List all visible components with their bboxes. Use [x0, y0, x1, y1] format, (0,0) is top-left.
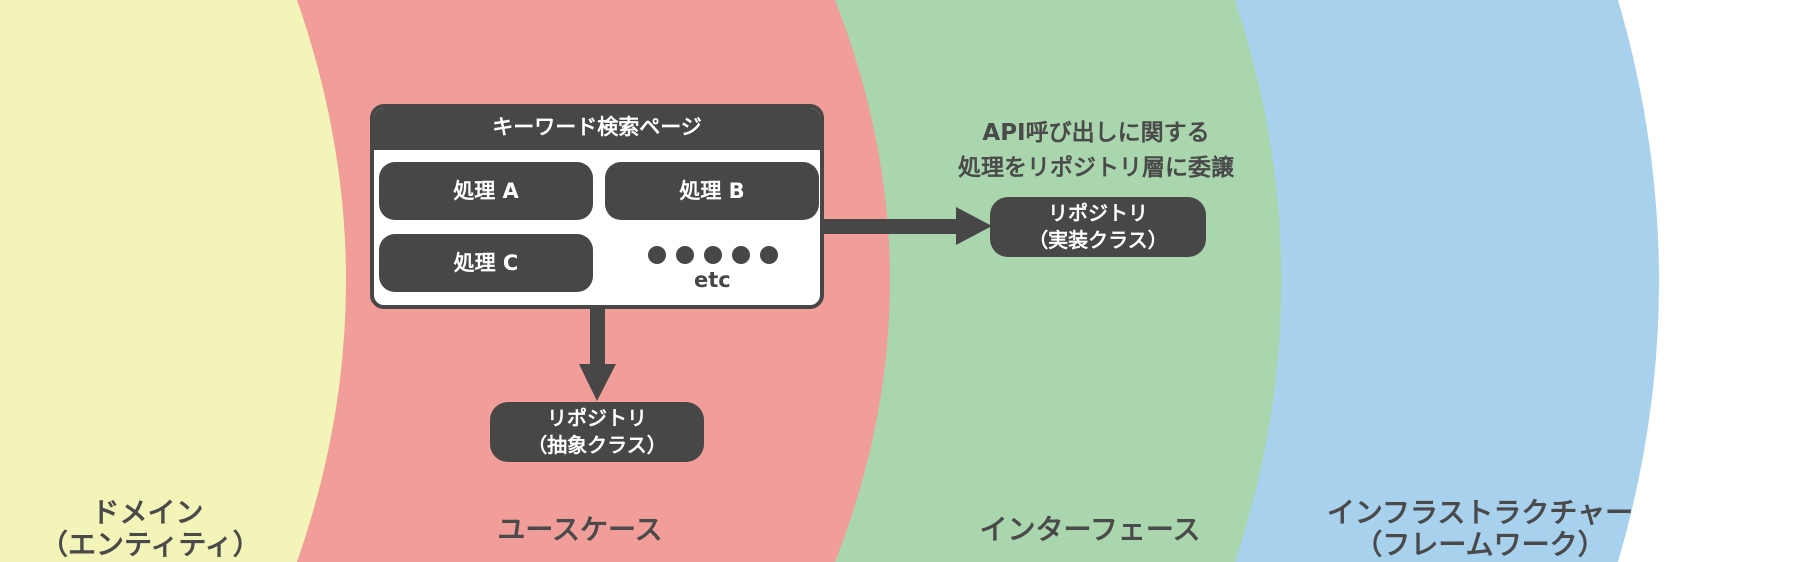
repository-abstract-name: リポジトリ	[547, 406, 647, 430]
repository-impl-kind: （実装クラス）	[1028, 228, 1168, 252]
etc-label: etc	[694, 268, 731, 292]
interface-layer-label: インターフェース	[979, 513, 1201, 546]
keyword-search-page: キーワード検索ページ 処理 A 処理 B 処理 C etc	[370, 104, 824, 309]
infrastructure-layer-label: インフラストラクチャー （フレームワーク）	[1270, 497, 1690, 561]
ellipsis-dots	[648, 246, 778, 264]
repository-abstract-class: リポジトリ （抽象クラス）	[490, 402, 704, 462]
domain-layer-name: ドメイン	[91, 496, 204, 529]
domain-layer-label: ドメイン （エンティティ）	[40, 496, 261, 561]
infrastructure-layer-subname: （フレームワーク）	[1354, 528, 1606, 561]
api-delegation-note: API呼び出しに関する 処理をリポジトリ層に委譲	[916, 116, 1276, 186]
process-c: 処理 C	[379, 234, 593, 292]
repository-impl-name: リポジトリ	[1048, 201, 1148, 225]
infrastructure-layer-name: インフラストラクチャー	[1326, 496, 1634, 529]
dot	[648, 246, 666, 264]
dot	[704, 246, 722, 264]
repository-impl-class: リポジトリ （実装クラス）	[990, 197, 1206, 257]
dot	[732, 246, 750, 264]
domain-band	[0, 0, 346, 562]
domain-layer-subname: （エンティティ）	[40, 528, 261, 561]
process-a: 処理 A	[379, 162, 593, 220]
keyword-search-page-title: キーワード検索ページ	[374, 108, 820, 150]
dot	[760, 246, 778, 264]
repository-abstract-kind: （抽象クラス）	[527, 433, 667, 457]
api-note-line-2: 処理をリポジトリ層に委譲	[958, 155, 1234, 181]
api-note-line-1: API呼び出しに関する	[982, 120, 1210, 146]
dot	[676, 246, 694, 264]
usecase-layer-label: ユースケース	[497, 513, 663, 546]
process-b: 処理 B	[605, 162, 819, 220]
